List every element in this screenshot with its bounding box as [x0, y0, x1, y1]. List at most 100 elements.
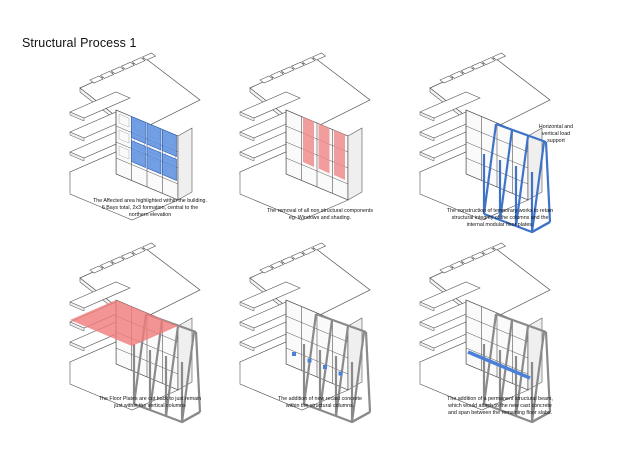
- frame-end-post: [544, 141, 552, 223]
- building-diagram-3: [419, 52, 552, 234]
- floor-band: [115, 347, 179, 375]
- roof-panel: [89, 265, 104, 274]
- roof-panel: [280, 66, 295, 75]
- floor-band: [285, 157, 349, 185]
- roof-panel: [491, 52, 507, 61]
- roof-panel: [259, 265, 274, 274]
- slab-edge: [69, 111, 85, 122]
- floor-band: [285, 347, 349, 375]
- frame-end: [351, 411, 371, 423]
- side-face: [177, 127, 193, 201]
- floor-plate-highlight: [70, 300, 202, 424]
- removed-panel: [334, 130, 345, 180]
- building-diagram-6: [419, 242, 552, 424]
- caption-temporary-works: The construction of temporary works to r…: [446, 208, 554, 228]
- roof-panel: [269, 71, 285, 79]
- frame-brace: [164, 325, 180, 417]
- floor-band: [465, 157, 529, 185]
- window: [118, 145, 130, 160]
- frame-brace: [498, 129, 514, 221]
- frame-brace: [148, 319, 164, 411]
- roof-panel: [311, 242, 327, 251]
- panel-recast-concrete: The addition of new recast concrete with…: [220, 240, 420, 440]
- slab-edge: [419, 111, 435, 122]
- affected-bay: [131, 140, 146, 168]
- slab-edge: [419, 151, 435, 162]
- slab-edge: [69, 151, 85, 162]
- frame-brace: [350, 331, 366, 423]
- roof-panel: [301, 247, 316, 255]
- roof-panel: [131, 57, 146, 65]
- panel-floor-plates: The Floor Plates are cut back to just re…: [50, 240, 250, 440]
- floor-band: [465, 331, 529, 359]
- window: [118, 129, 130, 144]
- affected-bay: [162, 129, 177, 157]
- roof-panel: [141, 52, 157, 61]
- roof-panel: [290, 251, 306, 260]
- slab-edge: [419, 301, 435, 312]
- roof-panel: [460, 256, 475, 265]
- roof-panel: [89, 75, 104, 84]
- recast-concrete-block: [292, 352, 296, 356]
- affected-bay: [162, 153, 177, 181]
- slab-edge: [239, 151, 255, 162]
- removed-panel: [318, 123, 330, 174]
- frame-brace: [482, 313, 498, 405]
- roof-panel: [481, 57, 496, 65]
- slab-edge: [239, 341, 255, 352]
- building-diagram-4: [69, 242, 202, 424]
- caption-recast-concrete: The addition of new recast concrete with…: [278, 396, 362, 409]
- recast-concrete-block: [338, 371, 343, 376]
- building-diagram-5: [239, 242, 372, 424]
- roof-panel: [449, 261, 465, 269]
- roof-panel: [470, 251, 486, 260]
- side-face: [347, 127, 363, 201]
- cut-floor-plate: [70, 300, 178, 346]
- roof-panel: [290, 61, 306, 70]
- floor-band: [465, 125, 529, 153]
- base-floor: [69, 151, 179, 221]
- roof-panel: [99, 261, 115, 269]
- slab-edge: [69, 321, 85, 332]
- panel-structural-beam: The addition of a permanent structural b…: [400, 240, 600, 440]
- building-diagram-2: [239, 52, 371, 221]
- recast-concrete-highlight: [292, 312, 372, 424]
- floor-band: [465, 347, 529, 375]
- roof-panel: [110, 256, 125, 265]
- frame-top-rail: [495, 312, 547, 334]
- building-massing: [239, 52, 371, 221]
- affected-bay: [146, 122, 162, 151]
- floor-band: [285, 315, 349, 343]
- caption-affected-area: The Affected area highlighted within the…: [93, 198, 207, 218]
- removed-components-highlight: [303, 117, 345, 180]
- removed-panel: [303, 117, 314, 167]
- frame-end: [181, 411, 201, 423]
- frame-brace: [334, 325, 350, 417]
- roof-panel: [470, 61, 486, 70]
- floor-band: [465, 141, 529, 169]
- slab-edge: [69, 341, 85, 352]
- caption-removal: The removal of all non structural compon…: [267, 208, 373, 221]
- roof-panel: [301, 57, 316, 65]
- frame-top-rail: [495, 122, 547, 144]
- roof-panel: [131, 247, 146, 255]
- page-title: Structural Process 1: [22, 36, 137, 50]
- temporary-works-frame: [482, 122, 552, 234]
- slab-edge: [239, 111, 255, 122]
- frame-top-rail: [315, 312, 367, 334]
- roof-panel: [280, 256, 295, 265]
- roof-panel: [99, 71, 115, 79]
- roof-panel: [120, 251, 136, 260]
- base-floor: [239, 151, 349, 221]
- frame-brace: [482, 123, 498, 215]
- floor-band: [285, 331, 349, 359]
- frame-end-post: [194, 331, 202, 413]
- roof-panel: [481, 247, 496, 255]
- roof-panel: [439, 75, 454, 84]
- frame-brace: [514, 325, 530, 417]
- floor-band: [465, 315, 529, 343]
- frame-end-post: [364, 331, 372, 413]
- recast-concrete-block: [323, 365, 327, 369]
- permanent-beam: [467, 350, 531, 380]
- affected-bay: [146, 146, 162, 175]
